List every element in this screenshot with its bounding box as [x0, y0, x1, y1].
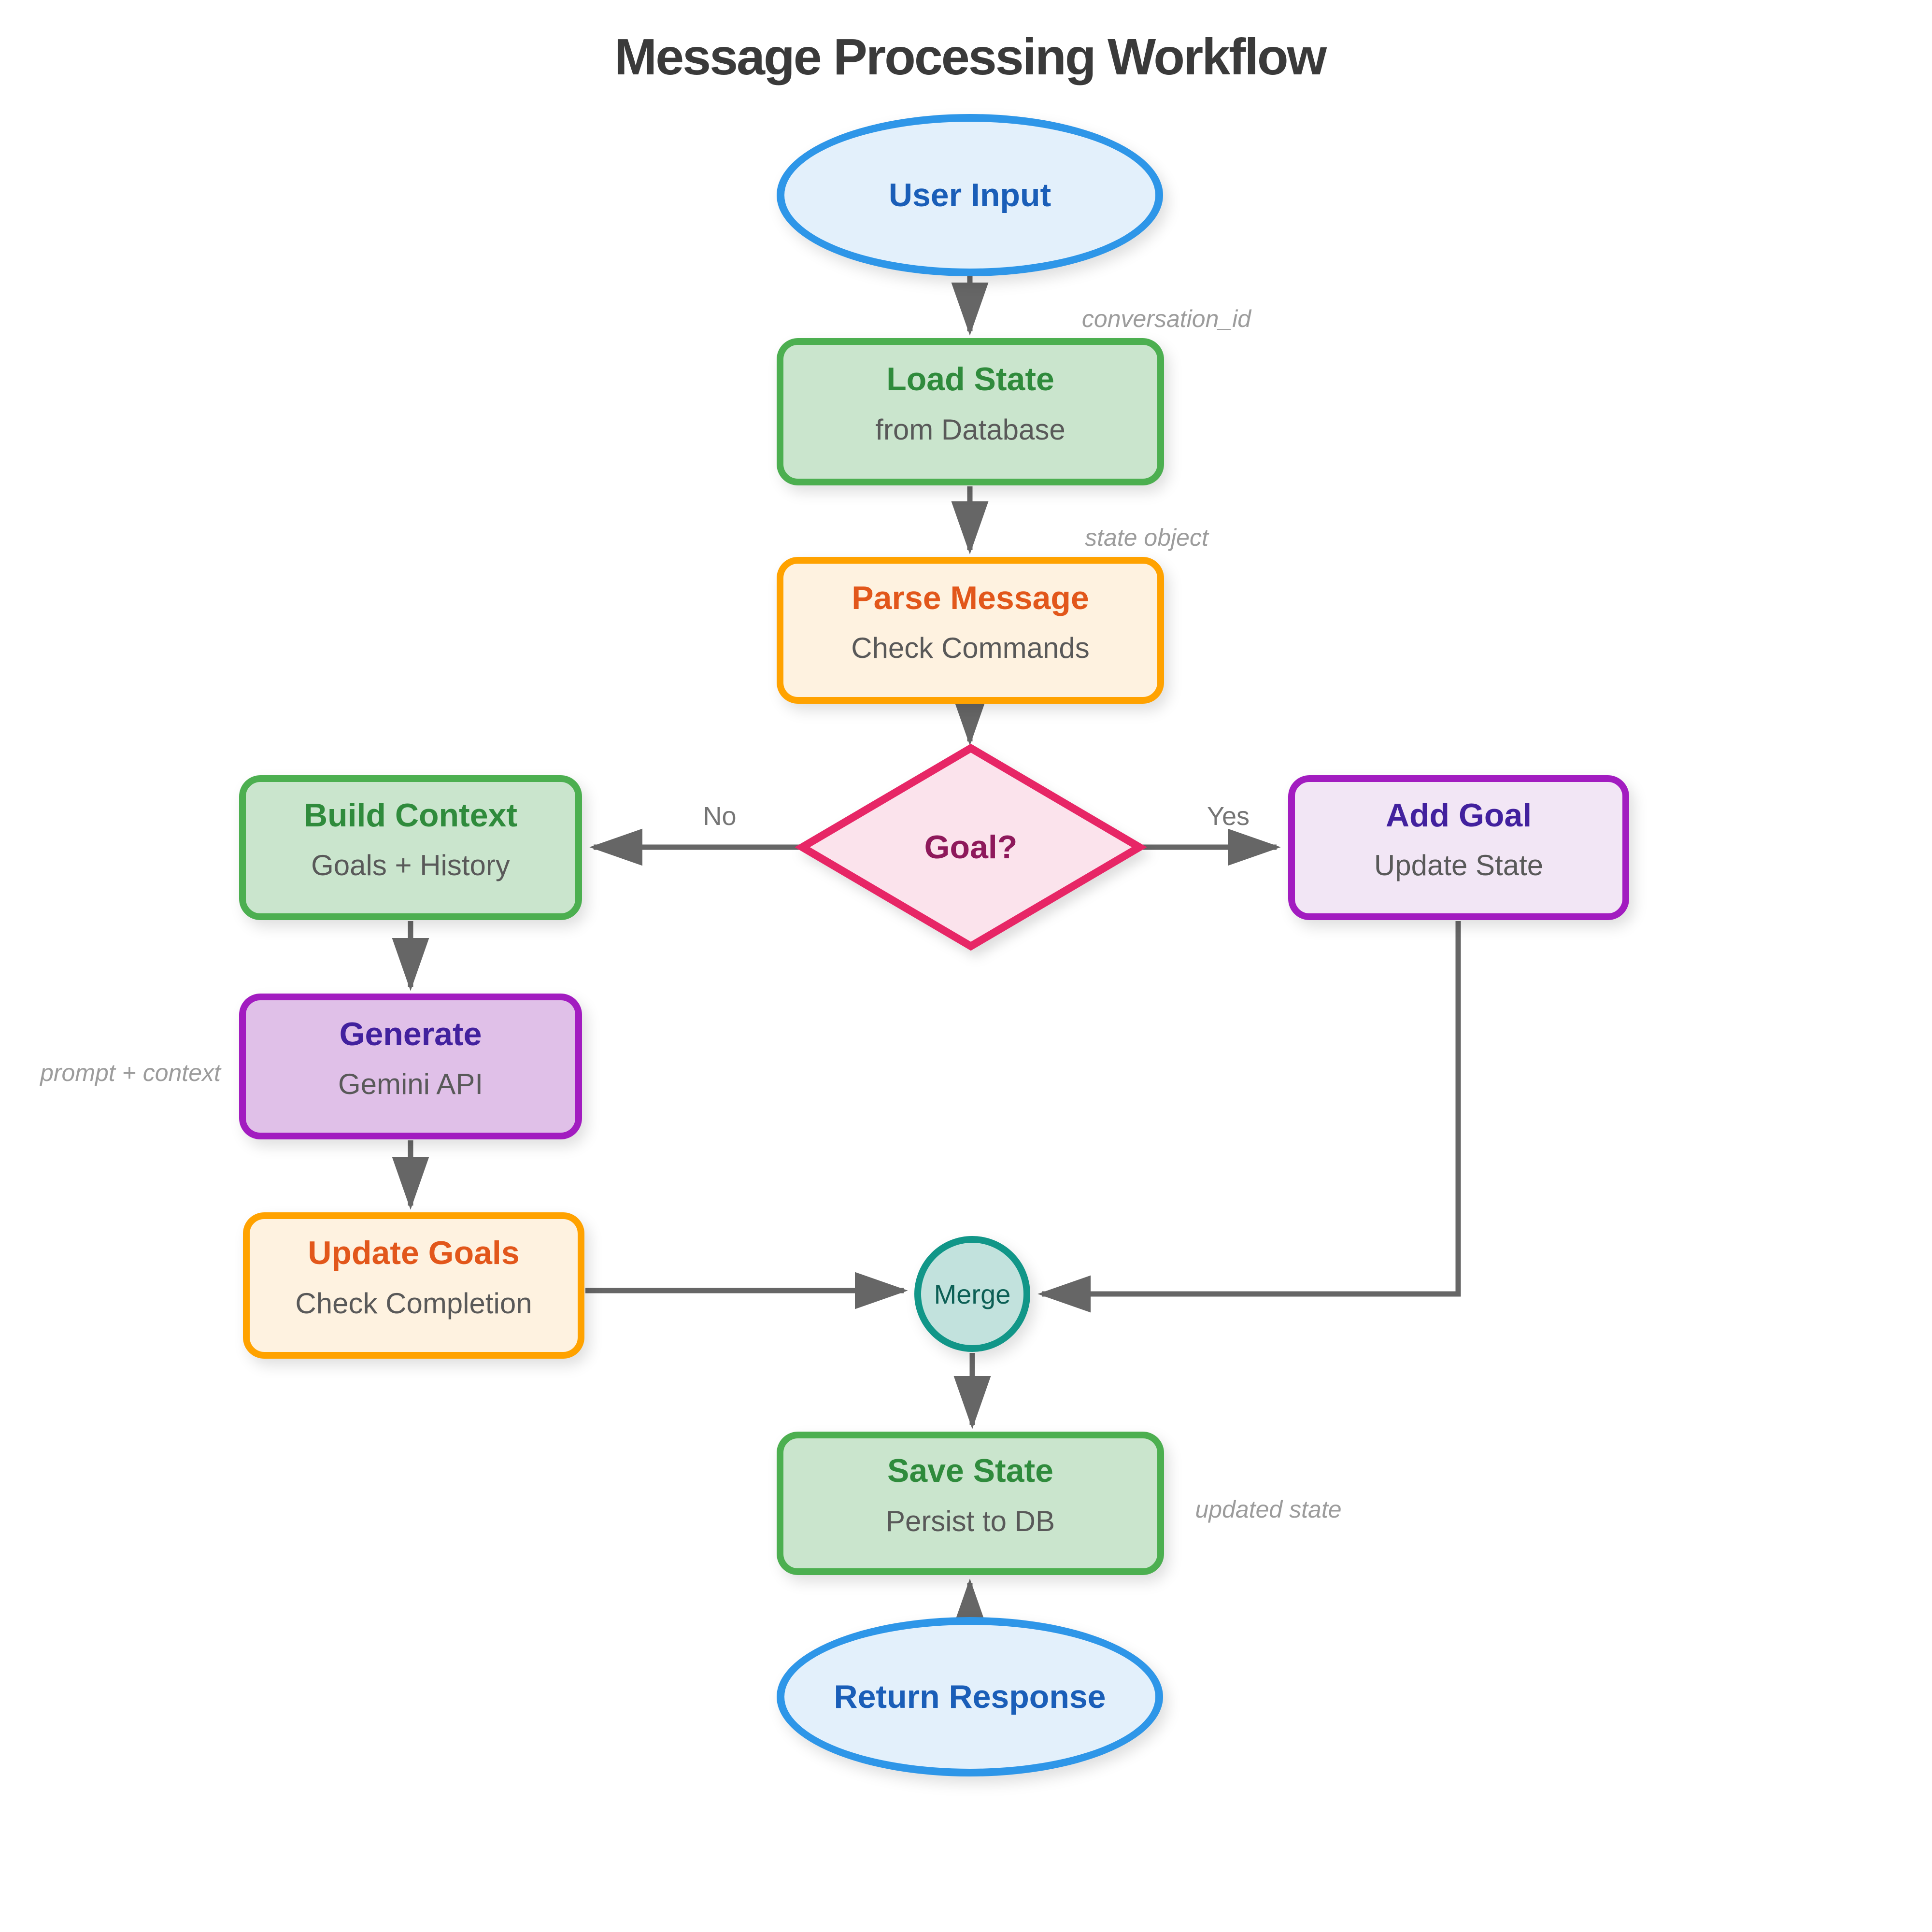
- goal-decision-diamond: [795, 743, 1147, 951]
- edge-add-goal-to-merge: [1037, 921, 1461, 1313]
